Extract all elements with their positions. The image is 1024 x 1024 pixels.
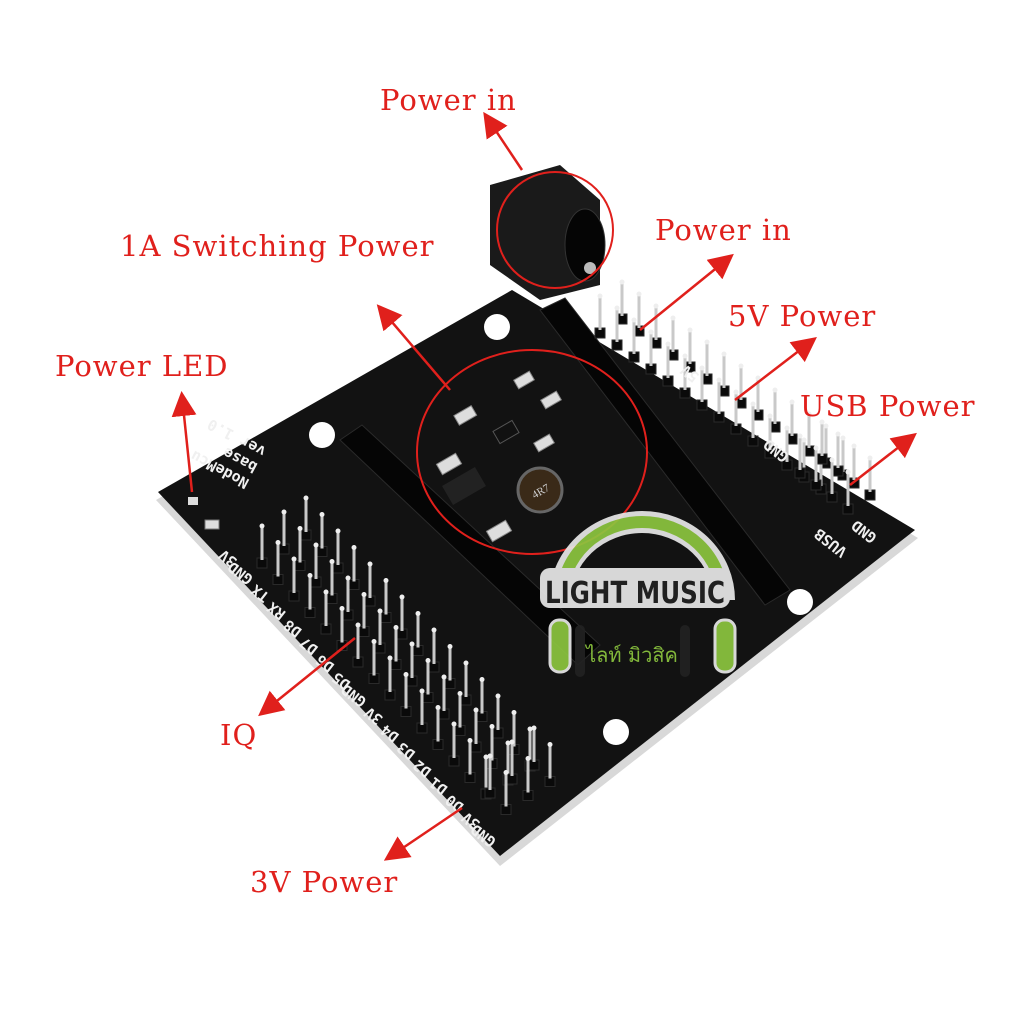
header-pin [432, 705, 444, 750]
header-pin [662, 341, 674, 387]
pcb-board [158, 290, 915, 856]
header-pin [594, 293, 606, 339]
label-power-led: Power LED [55, 349, 229, 383]
header-pin [484, 753, 496, 799]
header-pin [400, 672, 412, 717]
header-pin [794, 433, 806, 479]
watermark-brand: LIGHT MUSIC [545, 576, 725, 611]
header-pin [544, 742, 556, 787]
header-pin [368, 639, 380, 684]
header-pin [842, 469, 854, 515]
header-pin [304, 573, 316, 618]
header-pin [364, 561, 376, 607]
header-pin [460, 660, 472, 706]
header-pin [633, 291, 645, 337]
header-pin [764, 413, 776, 459]
watermark-thai: ไลท์ มิวสิค [584, 643, 678, 667]
header-pin [464, 738, 476, 783]
arrow-power-led [171, 391, 197, 493]
header-pin [522, 756, 534, 801]
header-pin [352, 622, 364, 668]
arrow-power-in-right [639, 253, 734, 331]
header-pin [294, 526, 306, 571]
header-pin [332, 528, 344, 574]
header-pin [348, 545, 360, 590]
label-power-in-right: Power in [655, 213, 792, 247]
switching-regulator-components: 4R7 [435, 370, 564, 543]
mounting-hole [309, 422, 335, 448]
header-pin [320, 589, 332, 635]
header-pin [718, 351, 730, 397]
header-pin [747, 401, 759, 447]
arrow-iq [258, 637, 356, 717]
header-pin [500, 770, 512, 815]
highlight-circle-switching-power [416, 349, 648, 555]
header-pin [696, 365, 708, 411]
header-pin [272, 540, 284, 585]
header-pin [396, 594, 408, 640]
header-pin [422, 658, 434, 703]
header-pin [679, 353, 691, 399]
label-power-in-top: Power in [380, 83, 517, 117]
label-usb-power: USB Power [800, 389, 975, 423]
arrow-usb-power [849, 432, 917, 486]
header-pin [650, 303, 662, 349]
female-header-right [539, 297, 791, 606]
header-pin [470, 707, 482, 753]
arrow-power-in-top [483, 111, 524, 171]
header-pin [448, 721, 460, 767]
header-pin [628, 317, 640, 363]
header-pin [454, 691, 466, 736]
power-led [188, 497, 198, 505]
header-pin [300, 495, 312, 541]
pin-label: 5V [677, 361, 702, 386]
header-pin [667, 315, 679, 361]
header-pin [810, 445, 822, 491]
arrow-5v-power [734, 336, 817, 401]
header-pin [384, 655, 396, 701]
header-pin [826, 457, 838, 503]
label-5v-power: 5V Power [728, 299, 876, 333]
mounting-hole [484, 314, 510, 340]
header-pin [684, 327, 696, 373]
header-pin [864, 455, 876, 501]
label-iq: IQ [220, 718, 257, 752]
header-pin [412, 611, 424, 656]
header-pin [611, 305, 623, 351]
header-pin [288, 556, 300, 602]
mounting-hole [787, 589, 813, 615]
arrow-switching-power [376, 304, 451, 391]
header-pin [416, 688, 428, 734]
mounting-hole [603, 719, 629, 745]
light-music-watermark: LIGHT MUSIC ไลท์ มิวสิค [540, 511, 737, 677]
highlight-circle-power-jack [496, 171, 614, 289]
male-pin-headers [256, 279, 876, 815]
arrow-3v-power [383, 806, 463, 861]
label-switching-power: 1A Switching Power [120, 229, 435, 263]
led-resistor [204, 519, 220, 530]
header-pin [428, 627, 440, 673]
header-pin [444, 644, 456, 689]
header-pin [342, 575, 354, 621]
label-3v-power: 3V Power [250, 865, 398, 899]
header-pin [713, 377, 725, 423]
header-pin [803, 411, 815, 457]
header-pin [645, 329, 657, 375]
dc-power-jack [490, 165, 606, 300]
header-pin [781, 425, 793, 471]
header-pin [506, 739, 518, 785]
header-pin [256, 523, 268, 569]
female-header-left [339, 424, 601, 666]
